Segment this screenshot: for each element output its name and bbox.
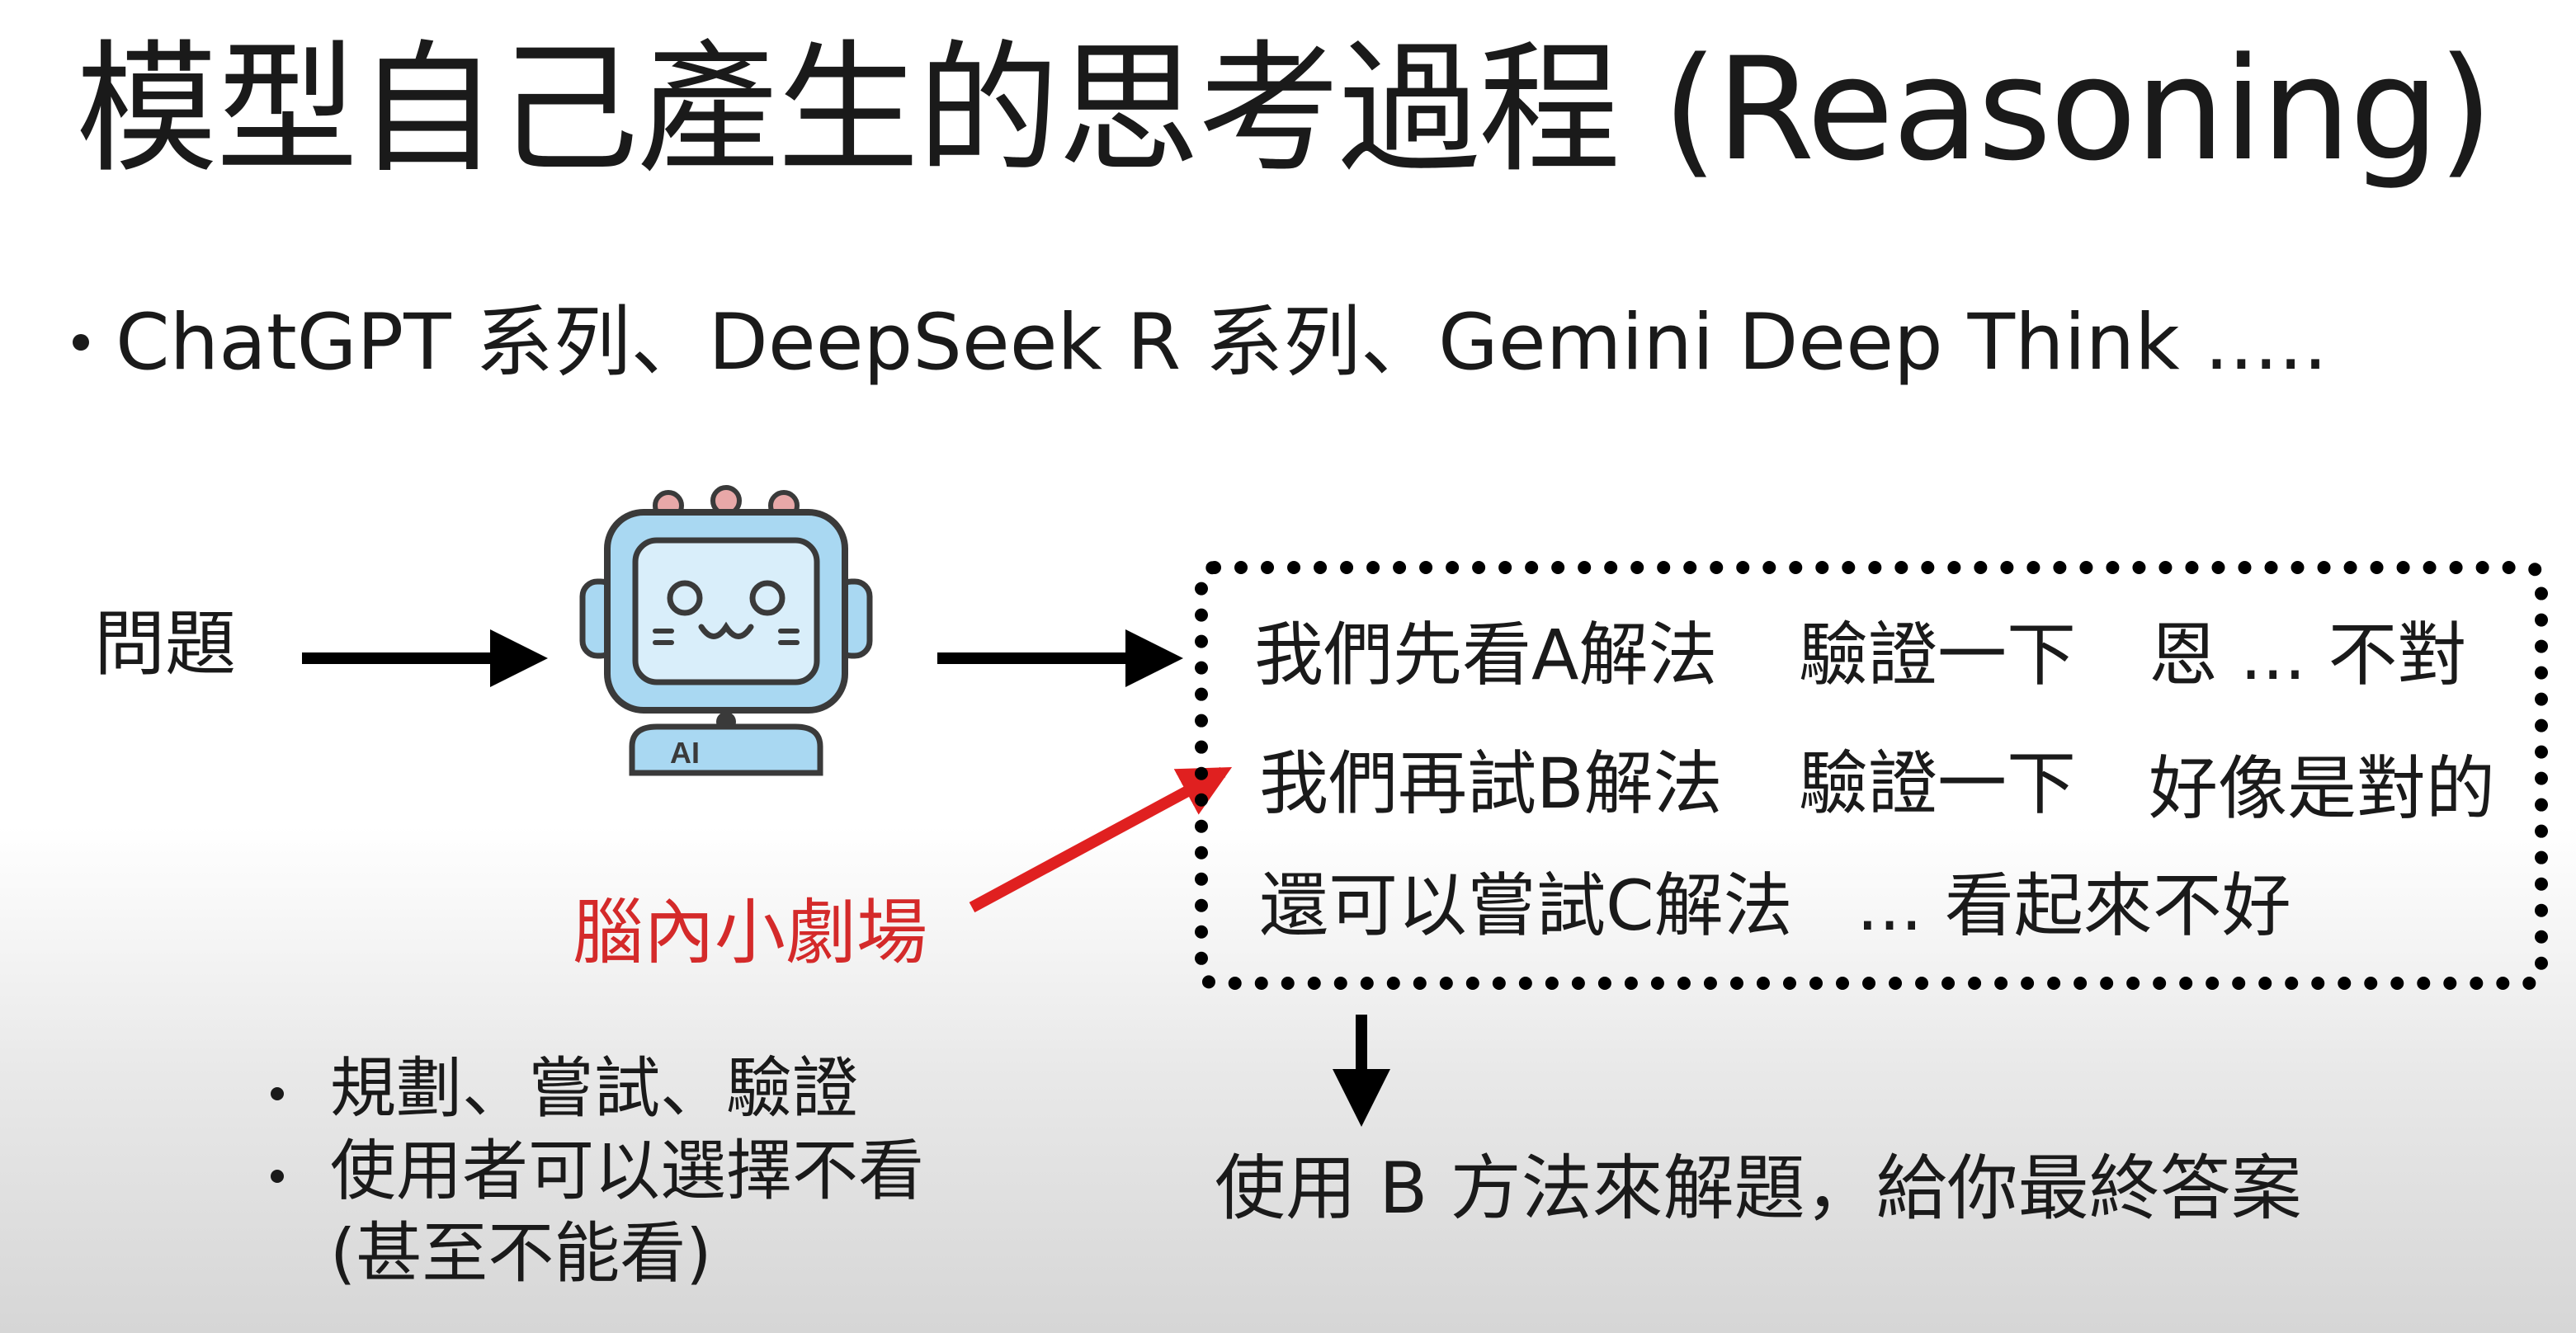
list-item: 使用者可以選擇不看: [261, 1130, 924, 1213]
thought-b-result: 好像是對的: [2149, 747, 2495, 831]
list-item: 規劃、嘗試、驗證: [261, 1048, 924, 1130]
notes-list: 規劃、嘗試、驗證 使用者可以選擇不看 (甚至不能看): [261, 1048, 924, 1295]
models-bullet-text: ChatGPT 系列、DeepSeek R 系列、Gemini Deep Thi…: [116, 298, 2328, 388]
note-text: 規劃、嘗試、驗證: [330, 1050, 858, 1127]
robot-badge: AI: [670, 736, 700, 770]
models-bullet: ChatGPT 系列、DeepSeek R 系列、Gemini Deep Thi…: [73, 297, 2328, 390]
thought-a-result: 恩 ... 不對: [2149, 614, 2467, 697]
robot-icon: AI: [578, 483, 875, 780]
list-item-continuation: (甚至不能看): [261, 1213, 924, 1295]
note-text: 使用者可以選擇不看: [330, 1133, 924, 1209]
arrow-brain-to-thoughts: [972, 772, 1223, 907]
thought-c-result: ... 看起來不好: [1857, 864, 2291, 948]
thought-c-try: 還可以嘗試C解法: [1259, 864, 1793, 948]
thought-a-try: 我們先看A解法: [1254, 614, 1717, 697]
thought-b-verify: 驗證一下: [1799, 742, 2076, 826]
brain-theater-label: 腦內小劇場: [573, 891, 927, 976]
thought-a-verify: 驗證一下: [1799, 614, 2076, 697]
thought-b-try: 我們再試B解法: [1259, 742, 1723, 826]
final-answer-label: 使用 B 方法來解題，給你最終答案: [1215, 1147, 2302, 1232]
question-label: 問題: [94, 602, 236, 687]
slide-title: 模型自己產生的思考過程 (Reasoning): [76, 28, 2492, 191]
bullet-dot: [73, 334, 89, 351]
note-text: (甚至不能看): [330, 1215, 711, 1292]
